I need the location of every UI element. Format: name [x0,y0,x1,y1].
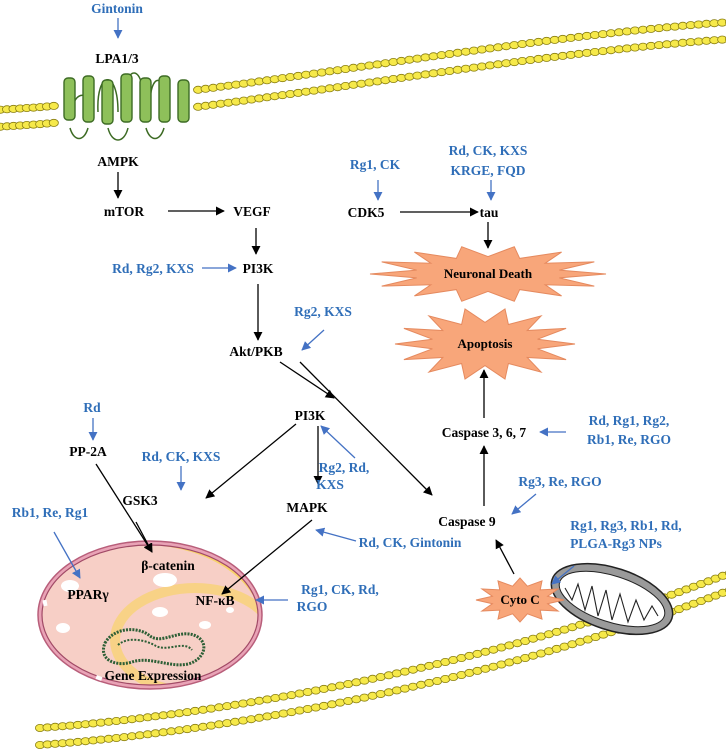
drug-label-akt: Rg2, KXS [294,304,352,319]
node-vegf: VEGF [233,204,271,219]
drug-arrow-caspase9 [511,493,537,515]
drug-label-pi3k-mid-line1: Rg2, Rd, [319,460,370,475]
drug-label-ppar: Rb1, Re, Rg1 [12,505,89,520]
node-gsk3: GSK3 [122,493,158,508]
drug-label-pi3k-mid-line2: KXS [316,477,344,492]
apoptosis-burst: Apoptosis [394,308,576,380]
node-nf-kb: NF-κB [196,593,235,608]
arrow-pp2a-catenin [95,463,153,553]
cell-membrane-bottom [35,570,726,750]
arrow-pi3k-gsk3 [205,423,297,499]
drug-label-cyto-c-line1: Rg1, Rg3, Rb1, Rd, [570,518,681,533]
drug-arrow-ppar [53,531,81,579]
cell-membrane-top [0,18,726,131]
lpa-receptor-icon [63,72,190,141]
drug-label-cyto-c-line2: PLGA-Rg3 NPs [570,536,662,551]
drug-arrow-cyto-c [551,565,575,585]
arrow-akt-caspase9 [299,361,433,496]
arrow-mapk-nfkb [221,519,313,595]
drug-labels: Gintonin Rg1, CK Rd, CK, KXS KRGE, FQD R… [12,1,682,614]
drug-label-caspase367-line2: Rb1, Re, RGO [587,432,671,447]
arrow-akt-pi3k [279,361,335,399]
drug-label-cdk5: Rg1, CK [350,157,401,172]
drug-arrow-mapk [315,527,357,542]
drug-label-nfkb-line2: RGO [297,599,328,614]
node-ppar-gamma: PPARγ [67,587,109,602]
node-cdk5: CDK5 [348,205,385,220]
node-pi3k-top: PI3K [243,261,274,276]
dna-coil-icon [102,628,206,667]
node-lpa: LPA1/3 [95,51,138,66]
drug-label-gsk3: Rd, CK, KXS [142,449,221,464]
drug-label-caspase367-line1: Rd, Rg1, Rg2, [589,413,670,428]
drug-arrow-akt [301,329,325,351]
drug-label-caspase9: Rg3, Re, RGO [518,474,601,489]
drug-label-pi3k: Rd, Rg2, KXS [112,261,194,276]
drug-label-gintonin: Gintonin [91,1,143,16]
drug-label-tau-line2: KRGE, FQD [450,163,525,178]
pathway-nodes: LPA1/3 AMPK mTOR VEGF PI3K Akt/PKB PI3K … [67,51,526,683]
neuronal-death-burst: Neuronal Death [369,246,607,302]
arrow-cytoc-caspase9 [495,539,515,575]
mitochondrion-icon [550,562,674,636]
drug-label-mapk: Rd, CK, Gintonin [359,535,462,550]
drug-label-tau-line1: Rd, CK, KXS [449,143,528,158]
drug-label-nfkb-line1: Rg1, CK, Rd, [301,582,379,597]
node-caspase-3-6-7: Caspase 3, 6, 7 [442,425,527,440]
node-gene-expression: Gene Expression [105,668,202,683]
node-ampk: AMPK [97,154,139,169]
drug-arrow-pi3k-mid [320,425,356,459]
pathway-arrows [95,172,515,595]
node-akt: Akt/PKB [229,344,282,359]
cyto-c-burst: Cyto C [475,577,565,623]
node-mtor: mTOR [104,204,145,219]
node-pi3k-mid: PI3K [295,408,326,423]
node-beta-catenin: β-catenin [141,558,195,573]
node-mapk: MAPK [286,500,328,515]
drug-arrows [53,18,575,605]
apoptosis-label: Apoptosis [458,336,513,351]
node-caspase-9: Caspase 9 [438,514,496,529]
node-tau: tau [480,205,499,220]
drug-label-pp2a: Rd [83,400,101,415]
neuronal-death-label: Neuronal Death [444,266,533,281]
node-pp2a: PP-2A [69,444,107,459]
cyto-c-label: Cyto C [500,592,539,607]
